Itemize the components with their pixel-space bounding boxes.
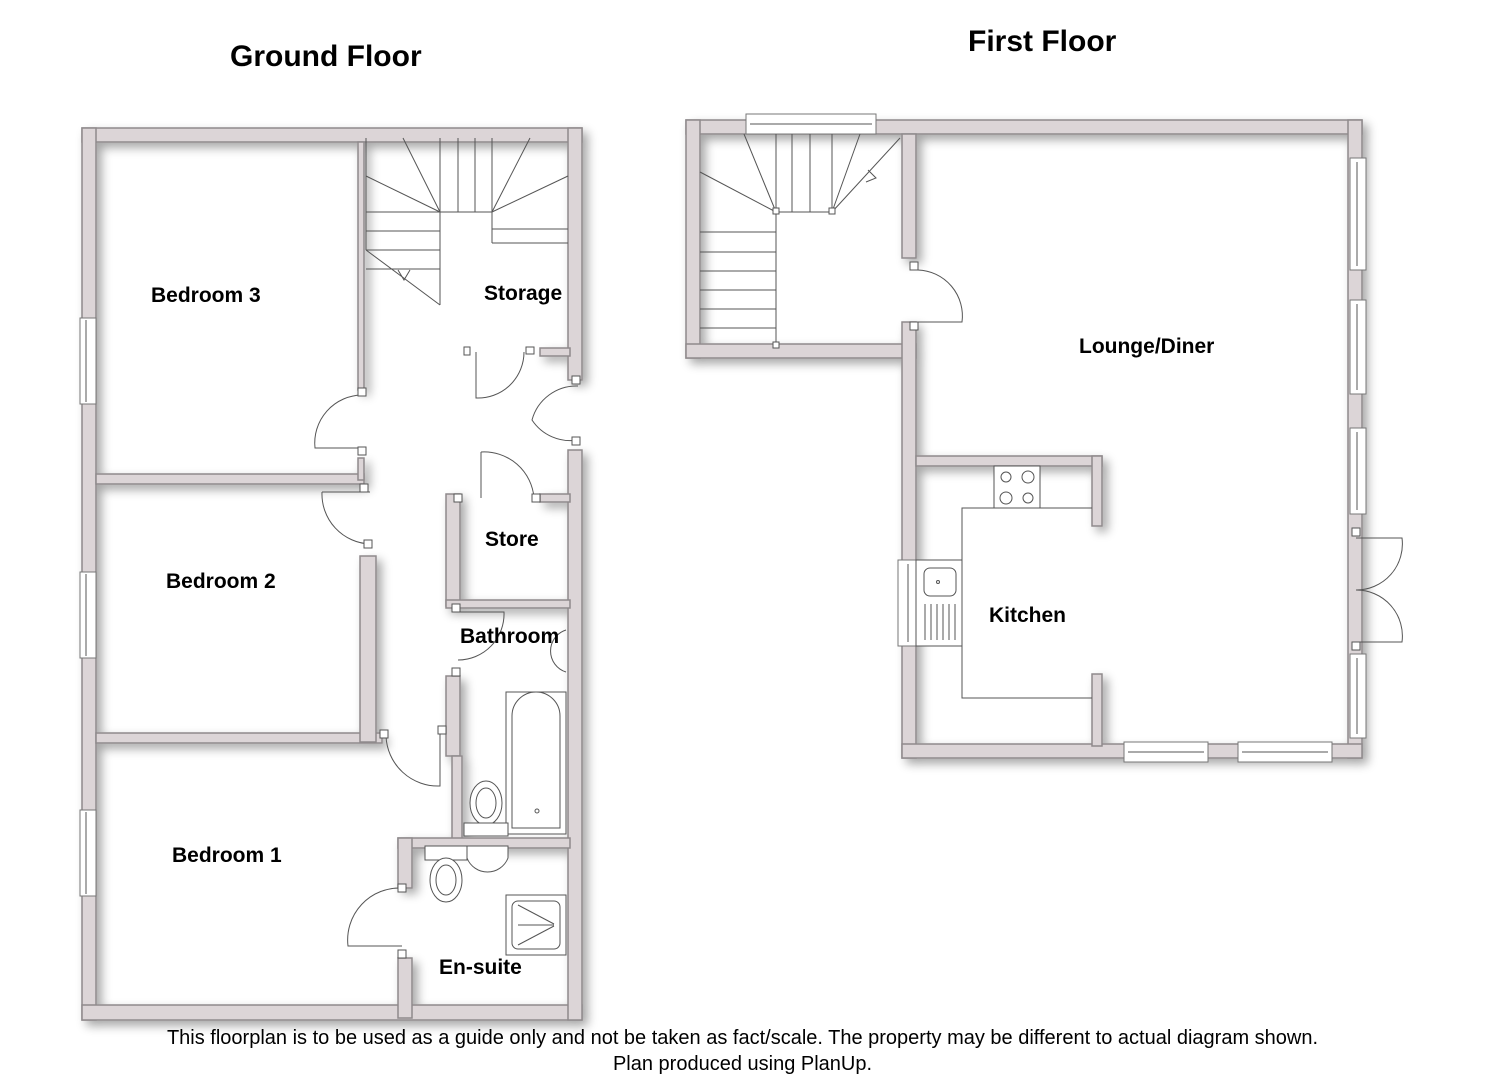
first-floor-title: First Floor xyxy=(968,25,1117,58)
room-label-storage: Storage xyxy=(484,282,563,305)
room-label-bathroom: Bathroom xyxy=(460,625,560,648)
first-floor-plan xyxy=(685,119,1363,759)
kitchen-counter xyxy=(961,507,1092,699)
ensuite-shower xyxy=(505,894,567,956)
ensuite-basin xyxy=(466,845,509,873)
first-floor-stairs xyxy=(699,133,901,346)
room-label-bedroom-1: Bedroom 1 xyxy=(172,844,282,867)
room-label-bedroom-3: Bedroom 3 xyxy=(151,284,261,307)
room-label-lounge-diner: Lounge/Diner xyxy=(1079,335,1215,358)
hob xyxy=(993,465,1041,509)
room-label-kitchen: Kitchen xyxy=(989,604,1067,627)
ground-floor-title: Ground Floor xyxy=(230,40,422,73)
ground-stairs xyxy=(365,137,569,306)
room-label-store: Store xyxy=(485,528,539,551)
first-floor-doors xyxy=(917,269,1403,643)
room-label-en-suite: En-suite xyxy=(439,956,522,979)
disclaimer-text: This floorplan is to be used as a guide … xyxy=(166,1027,1319,1049)
bathroom-basin xyxy=(550,629,567,673)
ground-floor-plan xyxy=(81,127,583,1021)
bathroom-toilet xyxy=(463,780,509,837)
room-label-bedroom-2: Bedroom 2 xyxy=(166,570,276,593)
ensuite-toilet xyxy=(424,845,468,903)
ground-doors xyxy=(314,351,579,947)
credit-text: Plan produced using PlanUp. xyxy=(612,1053,873,1075)
bath-tub xyxy=(505,691,567,835)
kitchen-sink xyxy=(915,559,963,647)
